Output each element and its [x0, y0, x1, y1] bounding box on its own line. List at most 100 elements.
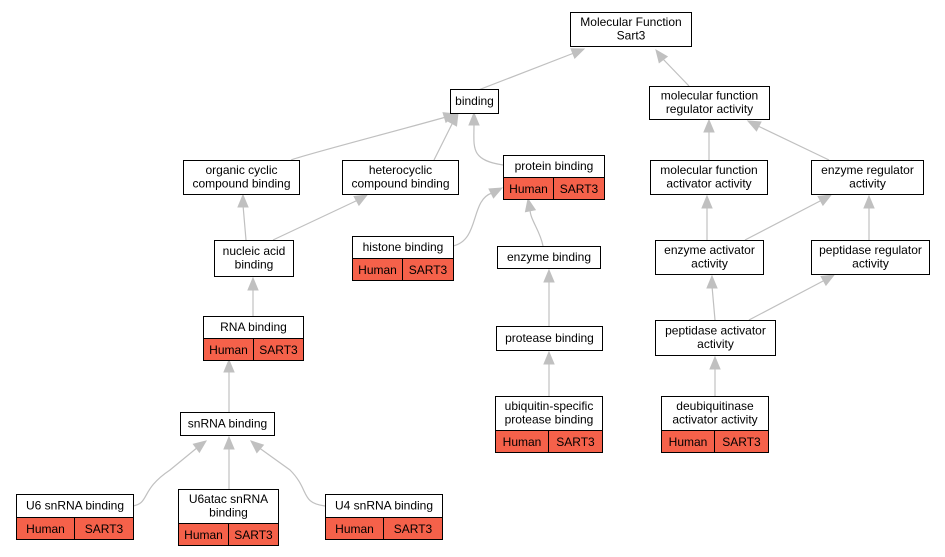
- edge-layer: [132, 48, 875, 507]
- edge-line: [132, 446, 199, 507]
- node-label: protease binding: [505, 413, 594, 427]
- arrowhead-icon: [706, 274, 718, 289]
- gene-label: SART3: [259, 343, 298, 357]
- edge-line: [257, 446, 326, 507]
- node-label: molecular function: [660, 163, 757, 177]
- arrowhead-icon: [237, 193, 249, 208]
- edge-line: [290, 116, 447, 161]
- species-label: Human: [503, 435, 542, 449]
- node-label: activity: [691, 257, 728, 271]
- species-label: Human: [669, 435, 708, 449]
- arrowhead-icon: [250, 440, 265, 454]
- arrowhead-icon: [353, 194, 369, 207]
- node-label: nucleic acid: [223, 244, 286, 258]
- node-label: enzyme binding: [507, 250, 591, 264]
- gene-cell: [402, 258, 454, 281]
- go-term-node-protb[interactable]: protease binding: [496, 326, 603, 351]
- node-label: protein binding: [515, 159, 594, 173]
- node-label: activator activity: [666, 177, 751, 191]
- arrowhead-icon: [468, 111, 480, 126]
- node-box: [661, 396, 769, 431]
- go-term-node-binding[interactable]: binding: [450, 89, 499, 114]
- gene-cell: [228, 523, 279, 546]
- gene-label: SART3: [85, 522, 124, 536]
- gene-cell: [553, 177, 605, 200]
- edge-line: [744, 199, 823, 241]
- node-label: RNA binding: [220, 320, 287, 334]
- edge-line: [711, 285, 716, 321]
- node-box: [183, 160, 300, 195]
- gene-cell: [548, 430, 603, 453]
- node-box: [811, 240, 930, 275]
- arrowhead-icon: [247, 276, 259, 291]
- arrowhead-icon: [192, 440, 208, 454]
- species-label: Human: [509, 182, 548, 196]
- node-label: binding: [235, 258, 274, 272]
- species-label: Human: [209, 343, 248, 357]
- arrowhead-icon: [746, 120, 762, 132]
- node-label: organic cyclic: [205, 163, 277, 177]
- node-box: [811, 160, 924, 195]
- arrowhead-icon: [524, 197, 537, 213]
- node-label: snRNA binding: [188, 416, 267, 430]
- arrowhead-icon: [223, 358, 235, 373]
- node-box: [570, 12, 692, 47]
- edge-line: [473, 123, 504, 166]
- gene-cell: [714, 430, 769, 453]
- gene-label: SART3: [394, 522, 433, 536]
- node-label: activity: [849, 177, 886, 191]
- node-box: [497, 246, 601, 269]
- go-term-node-eb[interactable]: enzyme binding: [497, 246, 601, 269]
- edge-line: [452, 192, 493, 247]
- node-box: [450, 89, 499, 114]
- node-box: [655, 240, 764, 275]
- node-box: [655, 320, 776, 356]
- gene-label: SART3: [722, 435, 761, 449]
- go-term-node-snrnab[interactable]: snRNA binding: [180, 412, 275, 436]
- node-label: binding: [455, 94, 494, 108]
- gene-cell: [253, 338, 304, 361]
- node-label: U6 snRNA binding: [26, 498, 124, 512]
- arrowhead-icon: [488, 187, 504, 199]
- node-box: [496, 326, 603, 351]
- edge-line: [242, 204, 247, 241]
- node-label: enzyme activator: [664, 243, 755, 257]
- species-label: Human: [26, 522, 65, 536]
- gene-label: SART3: [409, 263, 448, 277]
- node-label: peptidase activator: [665, 324, 766, 338]
- node-box: [180, 412, 275, 436]
- node-box: [495, 396, 603, 431]
- node-label: peptidase regulator: [819, 243, 922, 257]
- arrowhead-icon: [701, 194, 713, 209]
- node-label: compound binding: [192, 177, 290, 191]
- edge-line: [757, 125, 830, 161]
- gene-label: SART3: [234, 528, 273, 542]
- edge-line: [661, 57, 690, 87]
- edge-line: [272, 199, 359, 241]
- gene-cell: [383, 517, 443, 540]
- arrowhead-icon: [543, 268, 555, 283]
- node-label: activator activity: [672, 413, 757, 427]
- node-label: binding: [209, 506, 248, 520]
- node-box: [650, 160, 768, 195]
